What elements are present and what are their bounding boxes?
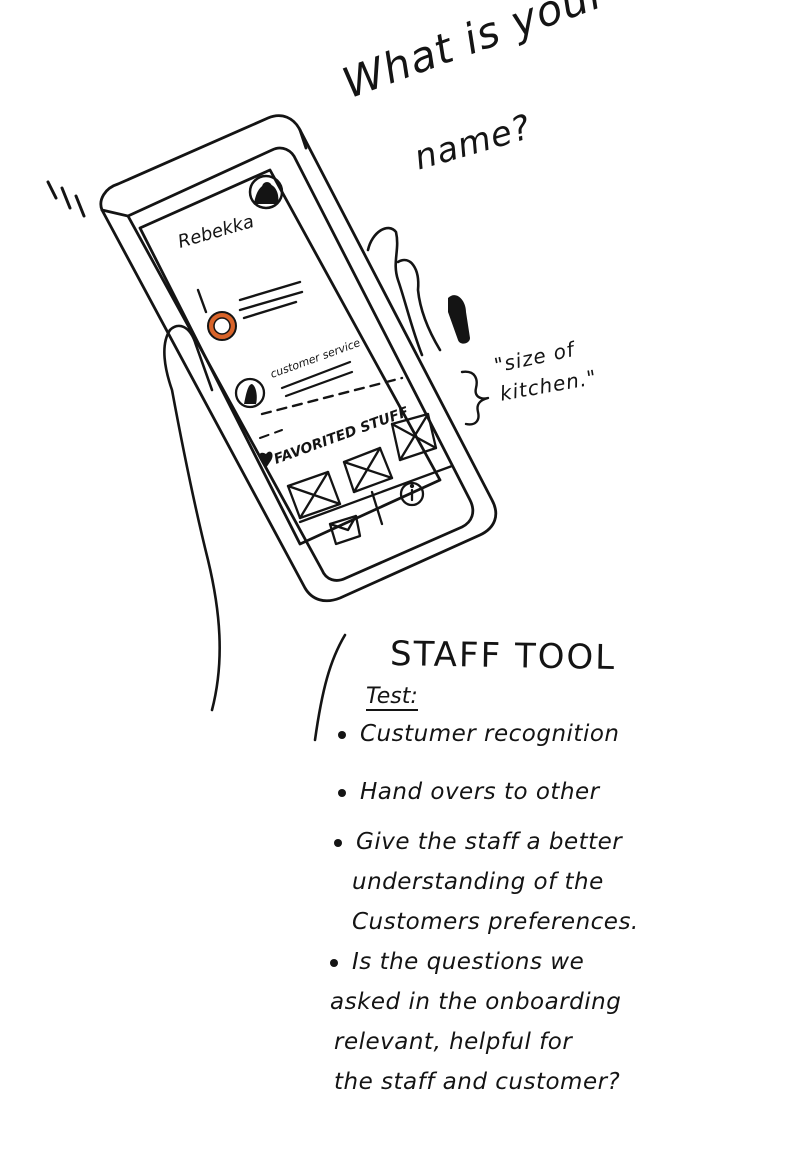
marker-object (448, 295, 470, 344)
bullet-dot (330, 958, 338, 967)
heart-icon (259, 451, 273, 468)
test-label-text: Test: (366, 684, 418, 711)
test-label: Test: (366, 684, 418, 711)
orange-avatar (207, 311, 237, 341)
bullet-dot (338, 788, 346, 797)
bullet-3-line-1: Give the staff a better (356, 829, 623, 855)
brace (460, 370, 490, 426)
bullet-3-line-3: Customers preferences. (352, 909, 639, 935)
favorite-image-placeholders (286, 412, 438, 520)
dashed-separator (260, 376, 404, 416)
bullet-1-line-1: Custumer recognition (360, 721, 620, 747)
bullet-3: Give the staff a better understanding of… (334, 822, 639, 942)
bullet-1: Custumer recognition (338, 714, 620, 754)
notes-title: STAFF TOOL (389, 634, 617, 678)
motion-lines (46, 180, 86, 218)
bullet-4: Is the questions we asked in the onboard… (330, 942, 621, 1102)
customer-lines (280, 360, 354, 398)
bullet-4-line-2: asked in the onboarding (330, 989, 622, 1015)
customer-avatar (234, 377, 266, 409)
phone-bottom-nav (298, 464, 454, 546)
phone-frame (99, 114, 498, 603)
avatar (248, 174, 284, 210)
bullet-4-line-3: relevant, helpful for (334, 1029, 573, 1055)
phone-list-lines (196, 280, 304, 320)
bullet-4-line-1: Is the questions we (352, 949, 585, 975)
hand-outline (163, 226, 442, 742)
phone-section-label: FAVORITED STUFF (272, 404, 411, 468)
bullet-2: Hand overs to other (338, 772, 600, 812)
bullet-dot (334, 838, 342, 847)
bullet-dot (338, 730, 346, 739)
bullet-4-line-4: the staff and customer? (334, 1069, 621, 1095)
bullet-3-line-2: understanding of the (352, 869, 604, 895)
bullet-2-line-1: Hand overs to other (360, 779, 600, 805)
phone-user-name: Rebekka (176, 211, 257, 253)
